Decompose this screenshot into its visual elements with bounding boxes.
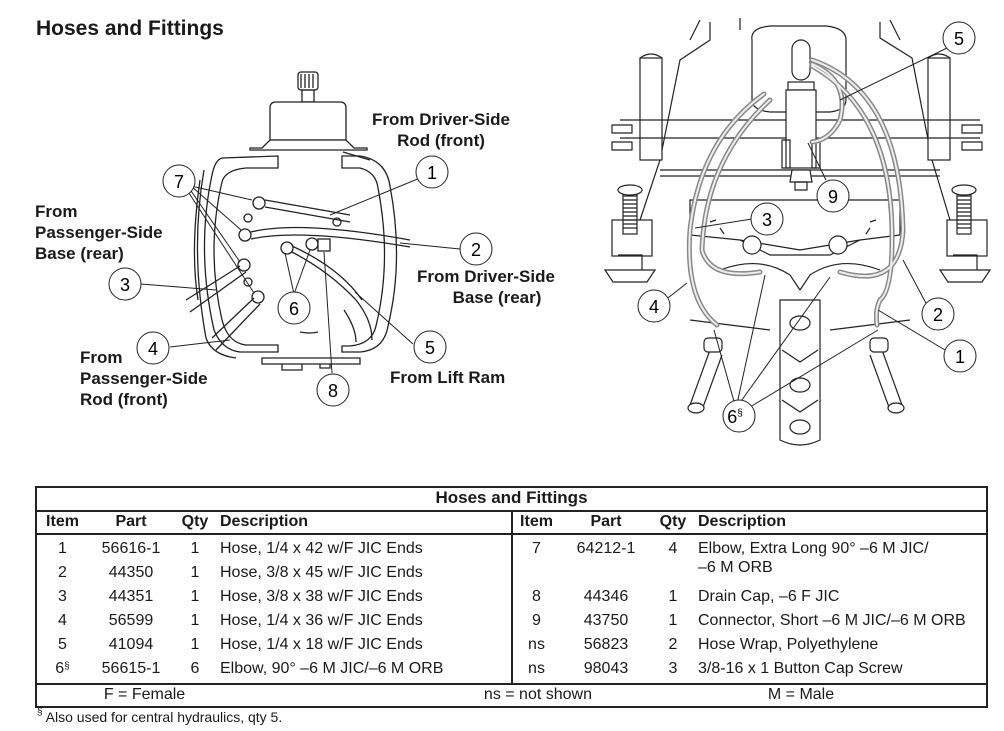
svg-text:2: 2 bbox=[471, 240, 481, 260]
leader-lines bbox=[140, 177, 461, 374]
legend-male: M = Male bbox=[652, 683, 987, 707]
parts-table: Hoses and Fittings Item Part Qty Descrip… bbox=[35, 486, 988, 708]
svg-text:6: 6 bbox=[289, 299, 299, 319]
table-row: 2 44350 1 Hose, 3/8 x 45 w/F JIC Ends bbox=[58, 564, 423, 581]
callout-1: 1 bbox=[415, 155, 449, 189]
svg-text:4: 4 bbox=[649, 297, 659, 317]
legend-female: F = Female bbox=[36, 683, 216, 707]
svg-text:5: 5 bbox=[954, 29, 964, 49]
col-qty: Qty bbox=[174, 511, 216, 535]
label-driver-rod-front: From Driver-Side Rod (front) bbox=[372, 110, 510, 150]
col-part: Part bbox=[560, 511, 652, 535]
callout-8: 8 bbox=[316, 373, 350, 407]
label-lift-ram: From Lift Ram bbox=[390, 368, 506, 387]
label-driver-base-rear: From Driver-Side Base (rear) bbox=[417, 267, 555, 307]
svg-text:8: 8 bbox=[328, 381, 338, 401]
svg-text:6§: 6§ bbox=[727, 407, 743, 427]
label-passenger-rod-front: From Passenger-Side Rod (front) bbox=[80, 348, 208, 409]
table-caption: Hoses and Fittings bbox=[36, 487, 987, 512]
callout-4-right: 4 bbox=[637, 289, 671, 323]
svg-text:3: 3 bbox=[762, 210, 772, 230]
right-figure-hitch: 5 9 3 4 2 1 6§ bbox=[603, 18, 992, 446]
col-item: Item bbox=[511, 511, 560, 535]
callout-5-right: 5 bbox=[942, 21, 976, 55]
callout-5: 5 bbox=[413, 330, 447, 364]
table-row: 1 56616-1 1 Hose, 1/4 x 42 w/F JIC Ends … bbox=[36, 534, 987, 587]
hitch-drawing bbox=[603, 18, 992, 446]
svg-text:9: 9 bbox=[828, 187, 838, 207]
footnote: § Also used for central hydraulics, qty … bbox=[37, 707, 283, 725]
table-row: 4 56599 1 Hose, 1/4 x 36 w/F JIC Ends 9 … bbox=[36, 611, 987, 635]
legend-not-shown: ns = not shown bbox=[216, 683, 652, 707]
svg-text:5: 5 bbox=[425, 338, 435, 358]
col-description: Description bbox=[216, 511, 512, 535]
svg-text:1: 1 bbox=[955, 347, 965, 367]
table-legend-row: F = Female ns = not shown M = Male bbox=[36, 683, 987, 707]
pump-drawing bbox=[185, 71, 411, 371]
callout-2-right: 2 bbox=[921, 297, 955, 331]
table-header-row: Item Part Qty Description Item Part Qty … bbox=[36, 511, 987, 535]
svg-text:4: 4 bbox=[148, 339, 158, 359]
callout-6: 6 bbox=[277, 291, 311, 325]
svg-text:1: 1 bbox=[427, 163, 437, 183]
callout-7: 7 bbox=[162, 164, 196, 198]
table-row: 3 44351 1 Hose, 3/8 x 38 w/F JIC Ends 8 … bbox=[36, 587, 987, 611]
callout-3: 3 bbox=[108, 267, 142, 301]
leader-lines-right bbox=[663, 47, 948, 411]
callout-3-right: 3 bbox=[750, 202, 784, 236]
callout-6-right: 6§ bbox=[722, 399, 756, 433]
footnote-mark: § bbox=[37, 707, 43, 718]
callout-2: 2 bbox=[459, 232, 493, 266]
left-figure-pump: 7 1 2 3 6 4 5 8 bbox=[108, 71, 493, 407]
col-item: Item bbox=[36, 511, 88, 535]
svg-text:2: 2 bbox=[933, 305, 943, 325]
callout-1-right: 1 bbox=[943, 339, 977, 373]
svg-text:7: 7 bbox=[174, 172, 184, 192]
section-mark: § bbox=[64, 661, 70, 672]
col-part: Part bbox=[88, 511, 174, 535]
svg-text:3: 3 bbox=[120, 275, 130, 295]
page-title: Hoses and Fittings bbox=[36, 17, 224, 40]
table-row: 6§ 56615-1 6 Elbow, 90° –6 M JIC/–6 M OR… bbox=[36, 659, 987, 684]
callout-9-right: 9 bbox=[816, 179, 850, 213]
label-passenger-base-rear: From Passenger-Side Base (rear) bbox=[35, 202, 163, 263]
table-row: 5 41094 1 Hose, 1/4 x 18 w/F JIC Ends ns… bbox=[36, 635, 987, 659]
col-description: Description bbox=[694, 511, 987, 535]
callout-4: 4 bbox=[136, 331, 170, 365]
col-qty: Qty bbox=[652, 511, 694, 535]
